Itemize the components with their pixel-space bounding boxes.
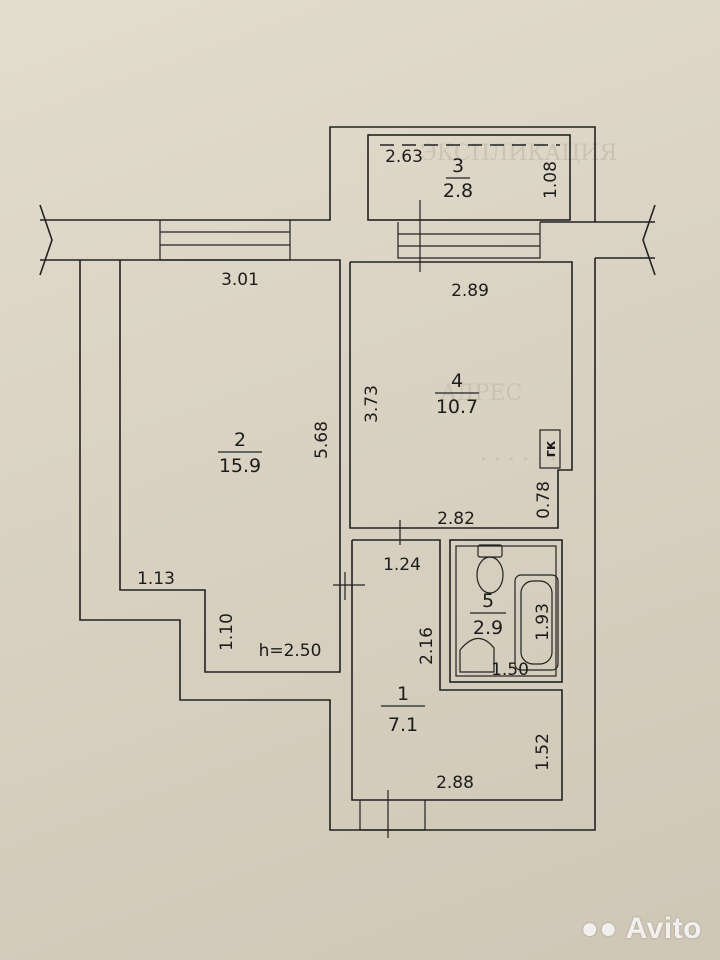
room-5-bathroom <box>449 539 563 683</box>
room-1-number: 1 <box>397 683 409 705</box>
room-3-number: 3 <box>452 155 464 177</box>
bathtub-icon <box>514 574 559 671</box>
room-2-number: 2 <box>234 429 246 451</box>
svg-text:. . . . . .: . . . . . . <box>480 441 557 466</box>
dim-room4-top: 2.89 <box>451 281 489 301</box>
dim-hall-bottom: 2.88 <box>436 773 474 793</box>
dim-balcony-width: 2.63 <box>385 147 423 167</box>
dim-room2-side: 5.68 <box>312 421 332 459</box>
watermark-text: Avito <box>625 912 702 945</box>
room-4 <box>349 261 573 545</box>
niche-label: гк <box>543 440 559 457</box>
toilet-icon <box>476 556 504 594</box>
room-3-area: 2.8 <box>443 180 473 202</box>
room-labels: 3 2.8 2 15.9 4 10.7 5 2.9 1 7.1 <box>218 155 506 736</box>
dim-balcony-height: 1.08 <box>541 161 561 199</box>
room-4-area: 10.7 <box>436 396 478 418</box>
room-5-area: 2.9 <box>473 617 503 639</box>
room-2 <box>119 259 341 673</box>
dimension-labels: 2.63 1.08 3.01 5.68 1.13 1.10 h=2.50 2.8… <box>137 147 561 793</box>
avito-watermark: ●● Avito <box>581 912 702 946</box>
dim-hall-top: 1.24 <box>383 555 421 575</box>
dim-bathtub-length: 1.93 <box>533 603 553 641</box>
dim-room2-step-height: 1.10 <box>217 613 237 651</box>
room-5-number: 5 <box>482 590 494 612</box>
sink-icon <box>459 637 495 673</box>
dim-room2-step-width: 1.13 <box>137 569 175 589</box>
dim-hall-side-2: 1.52 <box>533 733 553 771</box>
ceiling-height: h=2.50 <box>259 641 322 661</box>
room-2-area: 15.9 <box>219 455 261 477</box>
dim-hall-side: 2.16 <box>417 627 437 665</box>
room-1-hallway <box>333 539 563 801</box>
dim-bath-width: 1.50 <box>491 660 529 680</box>
dim-room2-top: 3.01 <box>221 270 259 290</box>
room-4-number: 4 <box>451 370 463 392</box>
dim-room4-niche: 0.78 <box>534 481 554 519</box>
dim-room4-bottom: 2.82 <box>437 509 475 529</box>
avito-logo-icon: ●● <box>580 912 618 945</box>
room-1-area: 7.1 <box>388 714 418 736</box>
toilet-tank-icon <box>477 544 503 558</box>
dim-room4-side: 3.73 <box>362 385 382 423</box>
balcony <box>367 134 571 272</box>
